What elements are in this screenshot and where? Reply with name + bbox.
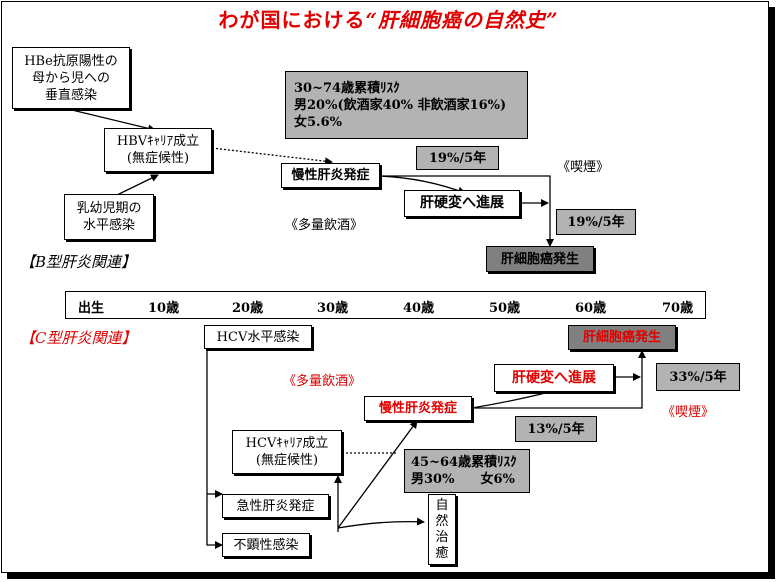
age-timeline: 出生 10歳 20歳 30歳 40歳 50歳 60歳 70歳 — [65, 291, 706, 319]
hcv-risk-box: 45~64歳累積ﾘｽｸ 男30% 女6% — [404, 449, 530, 493]
hbv-rate-chronic-to-cirrhosis: 19%/5年 — [416, 146, 499, 170]
hcv-cirrhosis-box: 肝硬変へ進展 — [494, 364, 614, 392]
section-c-label: 【C型肝炎関連】 — [20, 329, 137, 347]
hbv-risk-box: 30~74歳累積ﾘｽｸ 男20%(飲酒家40% 非飲酒家16%) 女5.6% — [285, 71, 528, 139]
hcv-alcohol-label: 《多量飲酒》 — [283, 374, 362, 389]
title-emphasis: “肝細胞癌の自然史” — [365, 8, 559, 32]
hcv-smoking-label: 《喫煙》 — [662, 405, 715, 420]
frame-shadow-bottom — [7, 573, 775, 579]
hbv-cirrhosis-box: 肝硬変へ進展 — [404, 190, 520, 217]
hcv-carrier-box: HCVｷｬﾘｱ成立 (無症候性) — [232, 430, 342, 474]
arrow-hbv-carrier-to-chronic — [211, 147, 333, 166]
hcv-chronic-hepatitis-box: 慢性肝炎発症 — [364, 396, 472, 421]
timeline-label-4: 40歳 — [403, 301, 435, 316]
timeline-label-7: 70歳 — [662, 301, 694, 316]
arrow-hcv-to-hcc — [472, 350, 646, 409]
hcv-hcc-box: 肝細胞癌発生 — [568, 325, 676, 350]
hbv-alcohol-label: 《多量飲酒》 — [285, 218, 364, 233]
hcv-rate-to-hcc: 33%/5年 — [656, 363, 740, 391]
arrow-hbv-to-hcc — [380, 175, 554, 247]
hbv-hcc-box: 肝細胞癌発生 — [486, 246, 594, 272]
title-prefix: わが国における — [218, 8, 366, 32]
section-b-label: 【B型肝炎関連】 — [20, 253, 137, 271]
hbv-horizontal-infection-box: 乳幼児期の 水平感染 — [64, 194, 154, 240]
hbv-chronic-hepatitis-box: 慢性肝炎発症 — [281, 163, 380, 188]
timeline-label-3: 30歳 — [317, 301, 349, 316]
hcv-horizontal-infection-box: HCV水平感染 — [204, 325, 312, 349]
hcv-rate-chronic-to-cirrhosis: 13%/5年 — [515, 416, 597, 442]
arrow-vertical-to-carrier — [71, 109, 156, 133]
timeline-label-6: 60歳 — [575, 301, 607, 316]
hbv-carrier-box: HBVｷｬﾘｱ成立 (無症候性) — [104, 128, 212, 172]
hcv-acute-hepatitis-box: 急性肝炎発症 — [222, 494, 329, 518]
arrow-horizontal-to-carrier — [114, 174, 159, 197]
hbv-rate-to-hcc: 19%/5年 — [556, 209, 636, 235]
timeline-label-5: 50歳 — [489, 301, 521, 316]
hbv-vertical-infection-box: HBe抗原陽性の 母から児への 垂直感染 — [12, 47, 130, 109]
timeline-label-2: 20歳 — [232, 301, 264, 316]
hbv-smoking-label: 《喫煙》 — [557, 160, 610, 175]
frame-shadow-right — [769, 7, 775, 575]
slide-title: わが国における“肝細胞癌の自然史” — [0, 4, 777, 33]
line-hcv-trunk — [206, 349, 223, 549]
arrow-inapparent-to-chronic — [337, 420, 418, 529]
hcv-spontaneous-cure-box: 自 然 治 癒 — [428, 494, 456, 565]
arrow-inapparent-to-cure — [337, 517, 425, 529]
hcv-inapparent-infection-box: 不顕性感染 — [222, 533, 310, 557]
timeline-label-1: 10歳 — [148, 301, 180, 316]
timeline-label-0: 出生 — [78, 301, 105, 316]
